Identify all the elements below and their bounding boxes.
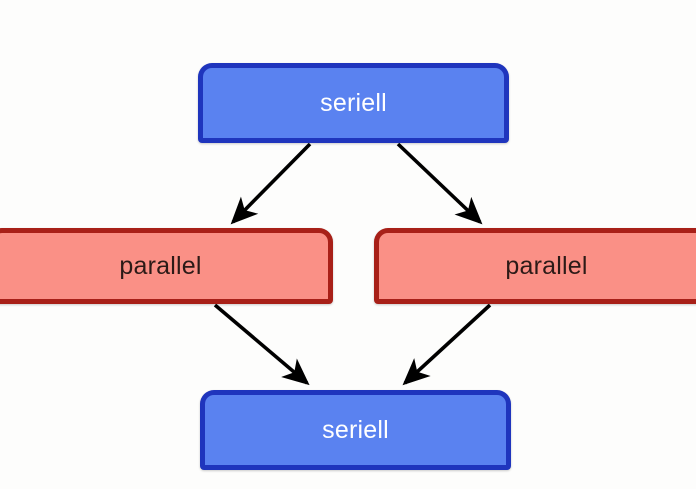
node-seriell-top[interactable]: seriell <box>198 63 509 143</box>
edge-parallel-right-to-seriell-bottom <box>402 303 492 386</box>
edge-parallel-left-to-seriell-bottom <box>213 303 310 386</box>
node-parallel-left[interactable]: parallel <box>0 228 333 304</box>
edge-seriell-top-to-parallel-left <box>230 142 312 225</box>
node-parallel-right-label: parallel <box>505 251 588 280</box>
node-seriell-bottom[interactable]: seriell <box>200 390 511 470</box>
node-seriell-top-label: seriell <box>320 88 387 117</box>
node-parallel-right[interactable]: parallel <box>374 228 696 304</box>
node-parallel-left-label: parallel <box>119 251 202 280</box>
edge-seriell-top-to-parallel-right <box>396 142 483 225</box>
node-seriell-bottom-label: seriell <box>322 415 389 444</box>
